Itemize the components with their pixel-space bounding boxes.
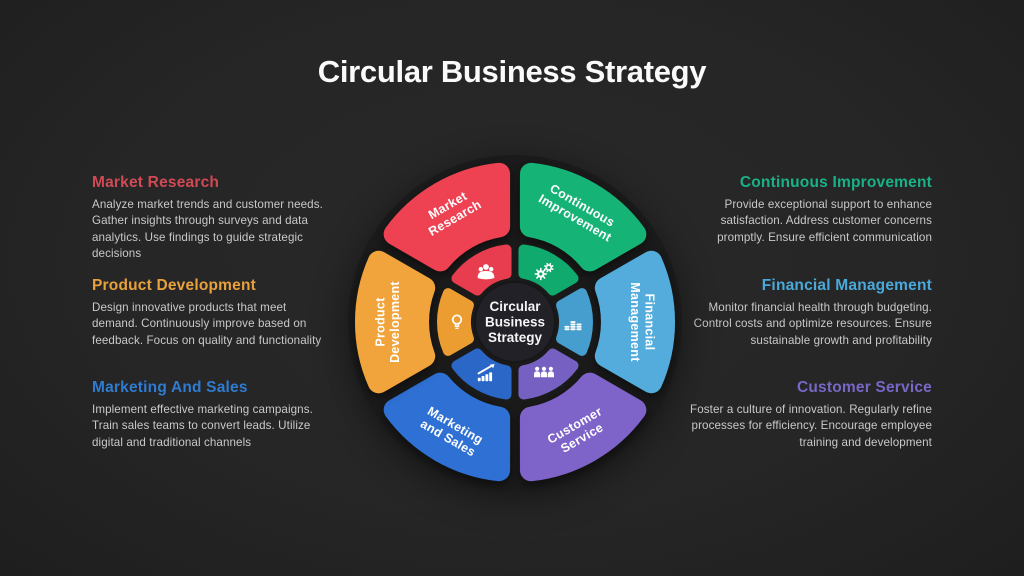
coins-icon (564, 321, 582, 331)
segment-continuous-improvement (519, 162, 647, 272)
segment-product-development-label: ProductDevelopment (374, 281, 403, 363)
panel-heading-marketing-and-sales: Marketing And Sales (92, 379, 248, 396)
slide-title: Circular Business Strategy (317, 54, 707, 89)
panel-body-product-development: Design innovative products that meet dem… (92, 301, 322, 347)
panel-heading-financial-management: Financial Management (761, 277, 932, 294)
segment-marketing-and-sales (383, 372, 511, 482)
panel-product-development: Product Development Design innovative pr… (92, 277, 332, 349)
segment-market-research (383, 162, 511, 272)
panel-market-research: Market Research Analyze market trends an… (92, 174, 332, 263)
segment-marketing-and-sales-inner (451, 348, 512, 400)
panel-body-market-research: Analyze market trends and customer needs… (92, 198, 323, 261)
panel-continuous-improvement: Continuous Improvement Provide exception… (682, 174, 932, 246)
wheel-center-line: Circular (489, 299, 541, 314)
panel-heading-customer-service: Customer Service (796, 379, 932, 396)
wheel-center-disc (474, 281, 556, 363)
segment-product-development-inner (437, 288, 474, 356)
bulb-icon (451, 314, 463, 329)
gears-icon (534, 262, 554, 281)
panel-financial-management: Financial Management Monitor financial h… (682, 277, 932, 349)
segment-product-development (355, 250, 436, 394)
team-icon (534, 366, 554, 378)
segment-financial-management (594, 250, 675, 394)
panel-body-continuous-improvement: Provide exceptional support to enhance s… (717, 198, 932, 244)
panel-heading-continuous-improvement: Continuous Improvement (739, 174, 932, 191)
crowd-icon (477, 264, 495, 280)
wheel-center-line: Strategy (488, 330, 543, 345)
growth-icon (477, 364, 495, 382)
segment-customer-service (519, 372, 647, 482)
panel-customer-service: Customer Service Foster a culture of inn… (682, 379, 932, 451)
panel-marketing-and-sales: Marketing And Sales Implement effective … (92, 379, 332, 451)
panel-heading-market-research: Market Research (92, 174, 220, 191)
wheel-center-line: Business (485, 315, 545, 330)
panel-body-financial-management: Monitor financial health through budgeti… (693, 301, 932, 347)
panel-heading-product-development: Product Development (92, 277, 256, 294)
panel-body-customer-service: Foster a culture of innovation. Regularl… (690, 403, 932, 449)
segment-financial-management-label: FinancialManagement (628, 282, 657, 362)
panel-body-marketing-and-sales: Implement effective marketing campaigns.… (92, 403, 313, 449)
